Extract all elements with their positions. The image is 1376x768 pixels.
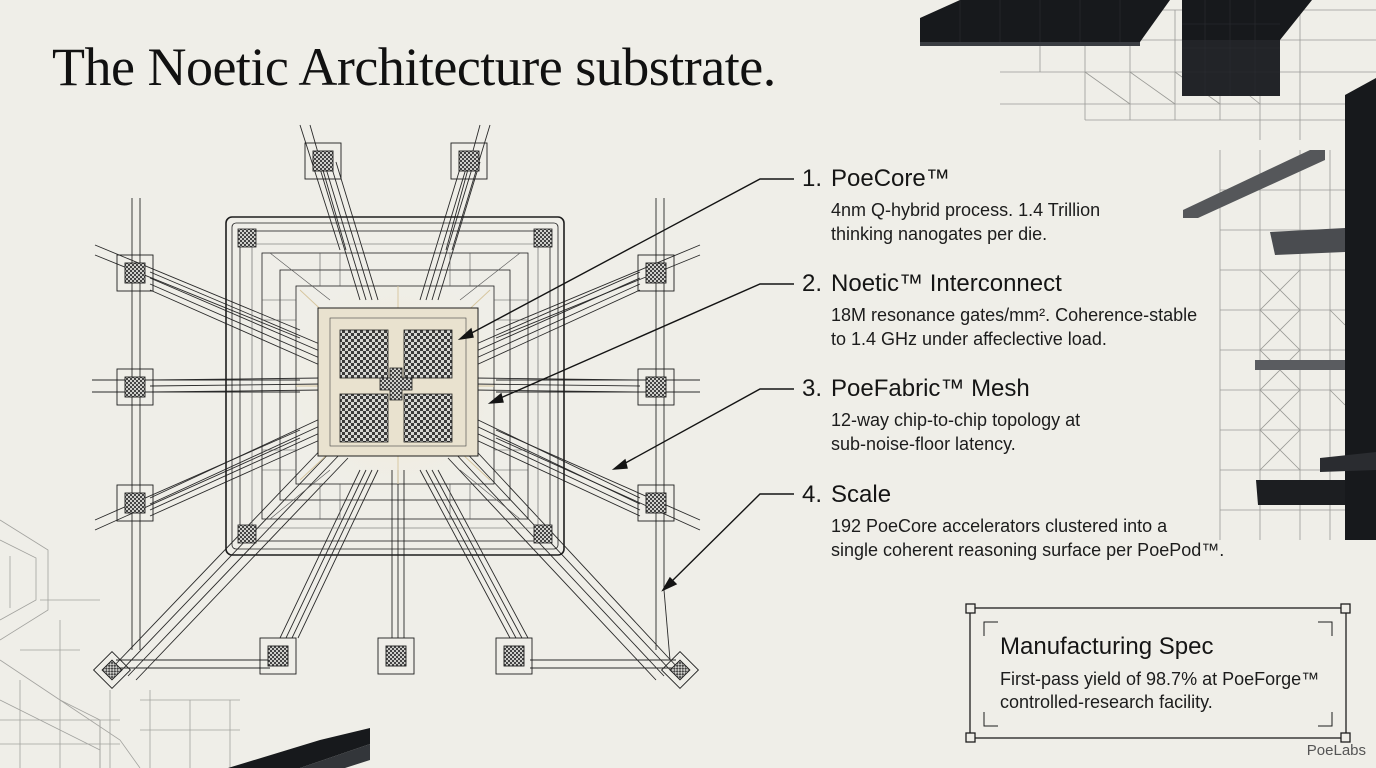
leader-line-1 — [465, 178, 794, 337]
callout-heading: Scale — [831, 481, 892, 508]
callout-number: 4. — [802, 481, 823, 508]
callout-line: sub-noise-floor latency. — [831, 434, 1016, 454]
leader-arrow-2 — [487, 392, 504, 404]
architectural-decoration-right — [920, 0, 1376, 540]
callout-leaders — [457, 178, 794, 592]
manufacturing-spec-box: Manufacturing Spec First-pass yield of 9… — [1000, 632, 1319, 714]
spec-line: controlled-research facility. — [1000, 692, 1213, 712]
leader-arrow-1 — [457, 327, 474, 341]
leader-line-3 — [619, 388, 794, 467]
spec-frame — [965, 603, 1351, 743]
callout-scale: 4. Scale 192 PoeCore accelerators cluster… — [802, 480, 1224, 562]
callout-line: thinking nanogates per die. — [831, 224, 1048, 244]
callout-number: 3. — [802, 375, 823, 402]
callout-line: single coherent reasoning surface per Po… — [831, 540, 1225, 560]
callout-number: 1. — [802, 165, 823, 192]
callout-line: 192 PoeCore accelerators clustered into … — [831, 516, 1168, 536]
spec-heading: Manufacturing Spec — [1000, 633, 1214, 660]
noetic-chip-diagram — [92, 124, 701, 690]
callout-line: 12-way chip-to-chip topology at — [831, 410, 1081, 430]
callout-number: 2. — [802, 270, 823, 297]
callout-noetic-interconnect: 2. Noetic™ Interconnect 18M resonance gat… — [802, 269, 1197, 351]
leader-line-4 — [667, 493, 794, 586]
callout-heading: PoeCore™ — [831, 165, 950, 192]
spec-line: First-pass yield of 98.7% at PoeForge™ — [1000, 669, 1320, 689]
leader-arrow-3 — [611, 458, 628, 470]
callout-line: 4nm Q-hybrid process. 1.4 Trillion — [831, 200, 1101, 220]
callout-heading: Noetic™ Interconnect — [831, 270, 1062, 297]
callout-line: to 1.4 GHz under affeclective load. — [831, 329, 1107, 349]
leader-arrow-4 — [661, 576, 678, 592]
callout-line: 18M resonance gates/mm². Coherence-stabl… — [831, 305, 1198, 325]
callout-poefabric-mesh: 3. PoeFabric™ Mesh 12-way chip-to-chip to… — [802, 374, 1080, 456]
callout-poecore: 1. PoeCore™ 4nm Q-hybrid process. 1.4 Tri… — [802, 164, 1100, 246]
architectural-decoration-left — [0, 519, 370, 768]
leader-line-2 — [495, 283, 794, 401]
callout-heading: PoeFabric™ Mesh — [831, 375, 1030, 402]
page-title: The Noetic Architecture substrate. — [52, 37, 776, 97]
brand-logo: PoeLabs — [1306, 742, 1366, 759]
